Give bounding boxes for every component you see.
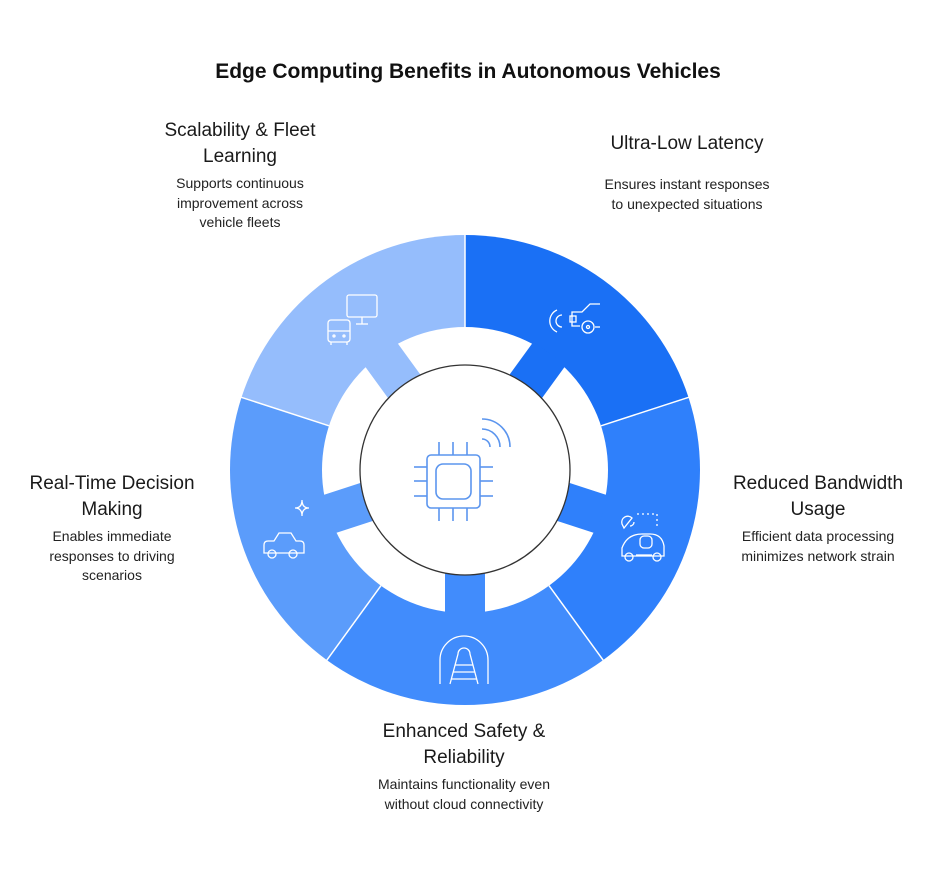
- chip-wireless-icon: [414, 418, 511, 521]
- label-latency: Ultra-Low Latency Ensures instant respon…: [577, 131, 797, 214]
- label-description: Enables immediate responses to driving s…: [49, 528, 175, 583]
- label-scalability: Scalability & Fleet Learning Supports co…: [130, 118, 350, 233]
- diagram-title: Edge Computing Benefits in Autonomous Ve…: [215, 60, 721, 83]
- label-safety: Enhanced Safety & Reliability Maintains …: [354, 719, 574, 814]
- segment-divider: [548, 585, 605, 662]
- tunnel-track-icon: [439, 635, 489, 685]
- segment-spoke: [445, 568, 485, 614]
- label-description: Ensures instant responses to unexpected …: [604, 176, 770, 212]
- segment-divider: [600, 396, 690, 427]
- segment-divider: [240, 396, 330, 427]
- label-description: Maintains functionality even without clo…: [378, 776, 550, 812]
- center-circle: [359, 364, 571, 576]
- label-heading: Ultra-Low Latency: [610, 133, 764, 154]
- car-signal-icon: [549, 303, 600, 334]
- label-description: Supports continuous improvement across v…: [176, 175, 304, 230]
- label-realtime: Real-Time Decision Making Enables immedi…: [2, 471, 222, 586]
- label-bandwidth: Reduced Bandwidth Usage Efficient data p…: [708, 471, 928, 566]
- label-heading: Reduced Bandwidth Usage: [732, 473, 904, 520]
- label-description: Efficient data processing minimizes netw…: [741, 528, 895, 564]
- autonomous-car-icon: [621, 513, 665, 562]
- car-sparkle-icon: [263, 499, 310, 559]
- label-heading: Real-Time Decision Making: [29, 473, 195, 520]
- bus-monitor-icon: [327, 294, 378, 345]
- label-heading: Enhanced Safety & Reliability: [382, 721, 546, 768]
- segment-divider: [325, 585, 382, 662]
- label-heading: Scalability & Fleet Learning: [164, 120, 316, 167]
